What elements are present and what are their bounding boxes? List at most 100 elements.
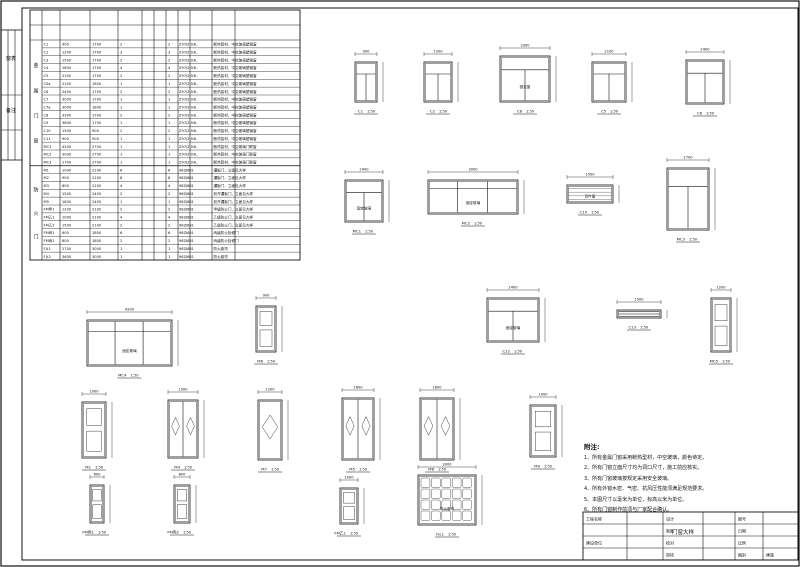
dimension-label: 600 [94, 473, 102, 477]
elevation-scale: 1:50 [526, 110, 535, 114]
cell-note: 断热铝材，中空玻璃塑钢窗 [214, 57, 258, 62]
door-ornament [186, 416, 195, 436]
door-panel [86, 430, 102, 452]
elevation-frame [354, 61, 378, 103]
cell-total: 4 [168, 184, 171, 188]
elevation-scale: 1:50 [474, 222, 483, 226]
door-panel [259, 329, 273, 347]
dimension-label: 2700 [683, 156, 693, 160]
title-block-cell: 建施 [766, 551, 774, 557]
door-ornament [345, 416, 355, 436]
door-ornament [262, 414, 278, 440]
elevation-frame [616, 309, 662, 319]
elevation-frame [591, 61, 627, 103]
elevation-code: C1 [358, 109, 364, 114]
dimension-label: 2100 [604, 50, 614, 54]
elevation-frame [344, 179, 384, 223]
dimension-label: 4200 [125, 308, 135, 312]
cell-atlas: 98ZJ681 [179, 200, 194, 204]
elevation-code: M4 [174, 465, 180, 470]
title-block-cell: 审核 [666, 551, 674, 557]
elevation-code: MC4 [118, 373, 127, 378]
cell-atlas: 98ZJ681 [179, 208, 194, 212]
elevation-code: C6 [697, 111, 703, 116]
dimension-label: 1800 [432, 386, 442, 390]
cell-width: 1500 [62, 129, 72, 133]
cell-note: 断热铝材，中空玻璃塑钢窗 [214, 65, 258, 70]
elevation-inner-frame [568, 186, 612, 202]
cell-atlas: Z97J2-93L [179, 129, 197, 133]
section-label-glyph: 门 [33, 112, 38, 119]
dimension-label: 1200 [265, 388, 275, 392]
cell-height: 2100 [92, 176, 102, 180]
dimension-label: 2400 [359, 168, 369, 172]
cell-atlas: Z97J2-93L [179, 66, 197, 70]
cell-height: 1800 [92, 82, 102, 86]
elevation-scale: 1:50 [439, 110, 448, 114]
note-item: 2、所有门窗立面尺寸均为洞口尺寸，施工前应核实。 [584, 465, 703, 471]
section-label-glyph: 火 [33, 211, 38, 217]
cell-code: C11 [44, 137, 51, 141]
title-block-cell: 日期 [738, 527, 746, 533]
title-block-cell: 校对 [666, 539, 674, 545]
cell-atlas: 98ZJ681 [179, 216, 194, 220]
cell-atlas: 98ZJ681 [179, 192, 194, 196]
cell-height: 2400 [92, 200, 102, 204]
cell-atlas: Z97J2-93L [179, 90, 197, 94]
cell-code: C7 [44, 98, 49, 102]
cell-code: C7a [44, 106, 51, 110]
cell-atlas: 98ZJ681 [179, 247, 194, 251]
elevation-code: M6 [257, 359, 263, 364]
cell-code: C8 [44, 113, 50, 117]
dimension-label: 1200 [716, 286, 726, 290]
cell-code: FJL1 [44, 247, 51, 251]
cell-width: 1200 [62, 51, 72, 55]
cell-width: 3000 [62, 106, 72, 110]
cell-note: 防火卷帘 [214, 246, 229, 251]
cell-total: 1 [168, 137, 170, 141]
cell-qty: 2 [120, 43, 122, 47]
elevation-scale: 1:50 [95, 466, 104, 470]
cell-total: 2 [168, 208, 170, 212]
elevation-scale: 1:50 [544, 465, 553, 469]
shutter-slat [452, 499, 462, 510]
cell-height: 1700 [92, 90, 102, 94]
cell-qty: 4 [120, 216, 123, 220]
dimension-label: 1800 [353, 386, 363, 390]
elevation-scale: 1:50 [448, 533, 457, 537]
elevation-frame [89, 484, 105, 524]
cell-qty: 1 [120, 255, 122, 259]
elevation-inner-frame [83, 403, 105, 457]
elevation-frame [685, 59, 725, 105]
margin-label: 窗表 [6, 55, 16, 62]
cell-height: 2700 [92, 145, 102, 149]
shutter-slat [452, 510, 462, 521]
binding-margin: 窗表 备注 [0, 29, 23, 161]
cell-atlas: Z97J2-93L [179, 153, 197, 157]
elevation-code: C8 [517, 109, 523, 114]
section-label-glyph: 金 [33, 62, 38, 69]
cell-height: 1700 [92, 74, 102, 78]
cell-height: 1700 [92, 121, 102, 125]
door-ornament [171, 416, 180, 436]
shutter-slat [441, 488, 451, 499]
title-block-cell: 比例 [738, 539, 746, 545]
elevation-frame [419, 397, 455, 461]
elevation-inner-frame [341, 489, 357, 523]
title-block-cell: 建设单位 [586, 539, 602, 545]
cell-atlas: Z97J2-93L [179, 106, 197, 110]
door-ornament [361, 416, 371, 436]
cell-qty: 1 [120, 145, 122, 149]
shutter-slat [441, 499, 451, 510]
cell-qty: 1 [120, 161, 122, 165]
cell-width: 4200 [62, 145, 72, 149]
elevation-scale: 1:50 [267, 360, 276, 364]
door-panel [535, 431, 552, 451]
elevation-inner-frame [175, 486, 189, 522]
cell-note: 防火卷帘 [214, 254, 229, 259]
door-panel [259, 311, 273, 326]
